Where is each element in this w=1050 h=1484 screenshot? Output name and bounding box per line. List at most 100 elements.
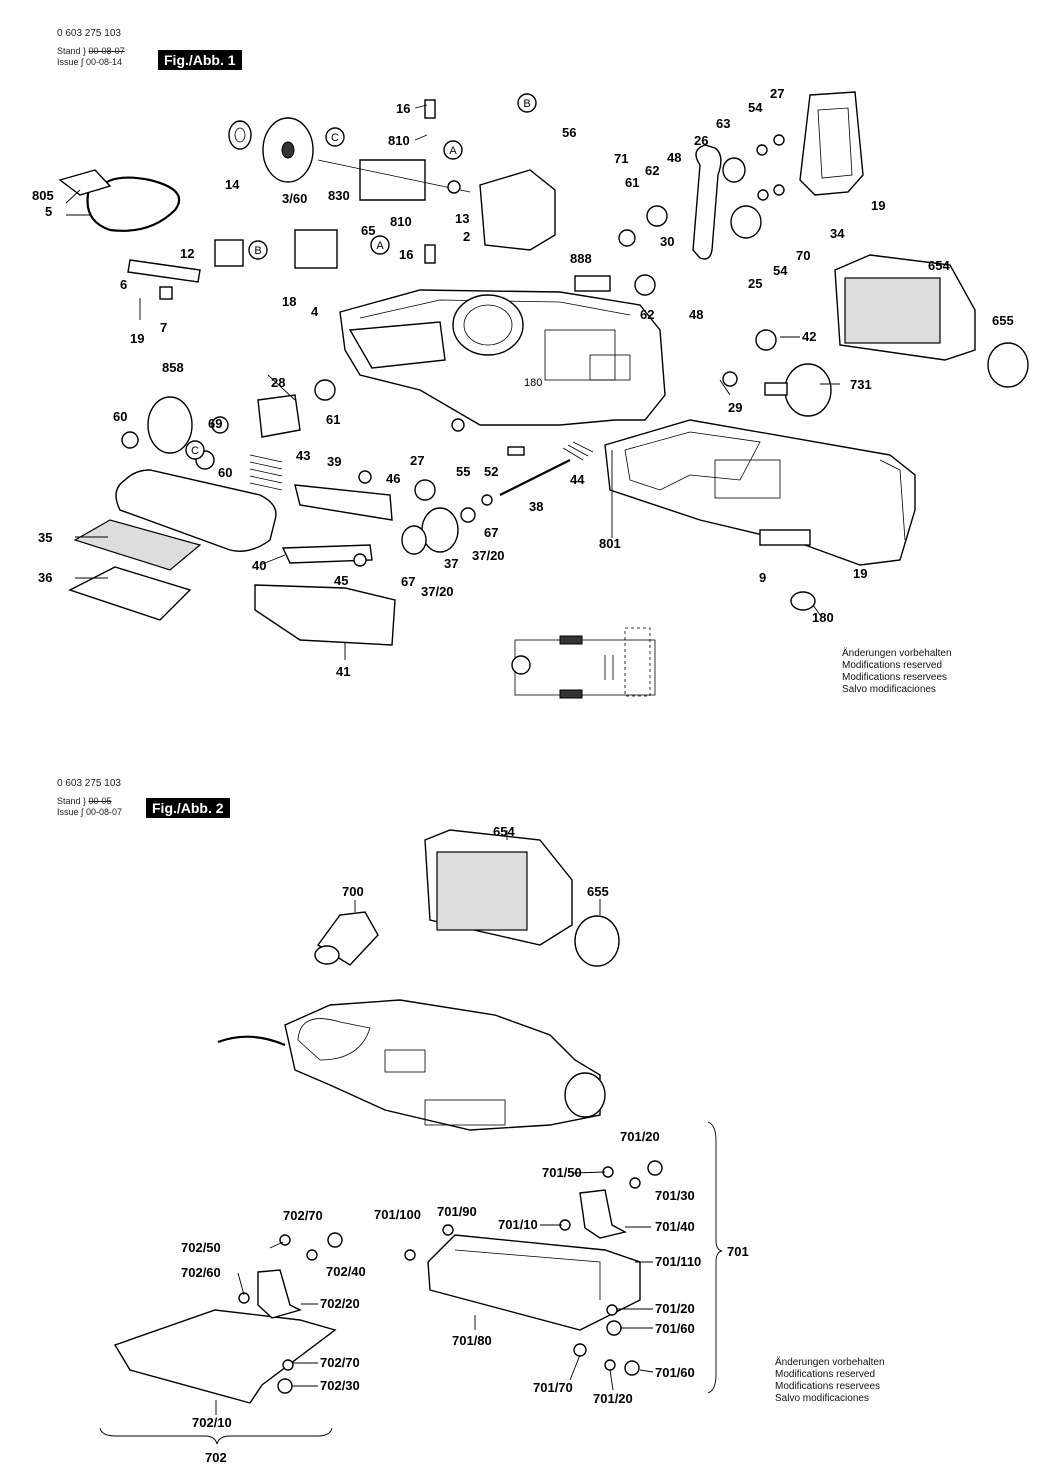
fig2-leaders (215, 830, 654, 1415)
part-label: 37/20 (472, 548, 505, 563)
fig2-stand-label: Stand (57, 796, 81, 806)
notice-line: Änderungen vorbehalten (842, 648, 952, 659)
part-label: 19 (871, 198, 885, 213)
front-knob (784, 363, 832, 417)
part-label: 9 (759, 570, 766, 585)
part-label: 701 (727, 1244, 749, 1259)
fig2-stand-issue: Stand } 00-05 Issue ∫ 00-08-07 (57, 796, 123, 817)
sanding-frame (427, 1234, 641, 1331)
part-label: 62 (645, 163, 659, 178)
part-label: 56 (562, 125, 576, 140)
part-label: 69 (208, 416, 222, 431)
part-label: 3/60 (282, 191, 307, 206)
part-label: 858 (162, 360, 184, 375)
part-label: 702/10 (192, 1415, 232, 1430)
part-label: 701/60 (655, 1365, 695, 1380)
fig1-badge: Fig./Abb. 1 (158, 50, 242, 70)
part-label: 35 (38, 530, 52, 545)
idler-roller (421, 507, 459, 553)
part-label: 6 (120, 277, 127, 292)
notice-line: Modifications reservees (842, 672, 948, 683)
carbon-brush (424, 99, 436, 119)
part-label: 61 (326, 412, 340, 427)
notice-line: Modifications reserved (775, 1369, 876, 1380)
fig2-labels: 654 655 700 701/20 701/50 701/30 701/100… (181, 824, 749, 1465)
part-label: 16 (399, 247, 413, 262)
part-label: 701/90 (437, 1204, 477, 1219)
part-label: 67 (401, 574, 415, 589)
part-label: 655 (992, 313, 1014, 328)
front-knob (564, 1072, 606, 1118)
part-label: 19 (130, 331, 144, 346)
fig2-braces (99, 1121, 723, 1445)
tension-frame (294, 484, 393, 521)
part-label: 13 (455, 211, 469, 226)
part-label: 60 (218, 465, 232, 480)
fig2-badge: Fig./Abb. 2 (146, 798, 230, 818)
part-label: 70 (796, 248, 810, 263)
part-label: 701/70 (533, 1380, 573, 1395)
callout-b: B (254, 245, 261, 257)
fig1-stand-date: 00-08-07 (88, 46, 125, 56)
part-label: 54 (773, 263, 788, 278)
part-label: 62 (640, 307, 654, 322)
platen-plate (68, 566, 192, 621)
part-label: 16 (396, 101, 410, 116)
plug (58, 169, 112, 196)
part-label: 38 (529, 499, 543, 514)
part-label: 28 (271, 375, 285, 390)
part-label: 5 (45, 204, 52, 219)
part-label: 180 (524, 377, 542, 389)
part-label: 48 (689, 307, 703, 322)
part-label: 18 (282, 294, 296, 309)
notice-line: Änderungen vorbehalten (775, 1357, 885, 1368)
wiring-schematic (511, 627, 656, 699)
base-plate (254, 584, 396, 646)
notice-line: Modifications reserved (842, 660, 943, 671)
belt-sander (284, 999, 601, 1131)
part-label: 654 (928, 258, 950, 273)
part-label: 48 (667, 150, 681, 165)
part-label: 701/110 (655, 1254, 701, 1269)
part-label: 701/20 (593, 1391, 633, 1406)
fig1-doc-number: 0 603 275 103 (57, 28, 121, 39)
part-label: 71 (614, 151, 628, 166)
part-label: 54 (748, 100, 763, 115)
part-label: 888 (570, 251, 592, 266)
part-label: 52 (484, 464, 498, 479)
part-label: 27 (410, 453, 424, 468)
part-label: 30 (660, 234, 674, 249)
part-label: 27 (770, 86, 784, 101)
part-label: 702/60 (181, 1265, 221, 1280)
part-label: 55 (456, 464, 470, 479)
carbon-brush (424, 244, 436, 264)
part-label: 41 (336, 664, 350, 679)
part-label: 801 (599, 536, 621, 551)
part-label: 29 (728, 400, 742, 415)
part-label: 46 (386, 471, 400, 486)
platen-pad (73, 519, 202, 571)
drive-roller (257, 394, 301, 438)
part-label: 654 (493, 824, 515, 839)
part-label: 25 (748, 276, 762, 291)
guide-fence (113, 1309, 337, 1404)
part-label: 36 (38, 570, 52, 585)
part-label: 7 (160, 320, 167, 335)
part-label: 39 (327, 454, 341, 469)
part-label: 702/20 (320, 1296, 360, 1311)
spring (249, 454, 283, 491)
part-label: 65 (361, 223, 375, 238)
part-label: 702/40 (326, 1264, 366, 1279)
part-label: 701/20 (620, 1129, 660, 1144)
fig1-issue-label: Issue (57, 57, 79, 67)
part-label: 810 (388, 133, 410, 148)
part-label: 701/40 (655, 1219, 695, 1234)
fig2-doc-number: 0 603 275 103 (57, 778, 121, 789)
power-cord (86, 176, 181, 232)
callout-c: C (191, 445, 199, 457)
part-label: 701/10 (498, 1217, 538, 1232)
part-label: 63 (716, 116, 730, 131)
part-label: 37/20 (421, 584, 454, 599)
part-label: 4 (311, 304, 319, 319)
